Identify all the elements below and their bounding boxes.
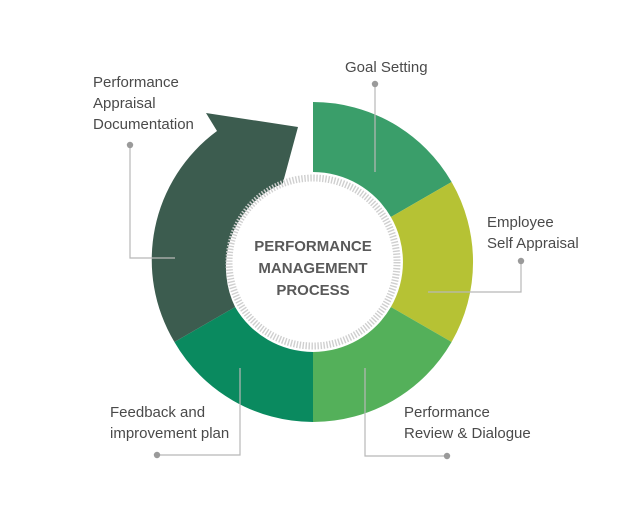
dot-appraisal-documentation <box>126 141 134 149</box>
label-line: improvement plan <box>110 425 230 442</box>
label-line: Self Appraisal <box>487 235 579 252</box>
label-line: Performance <box>93 74 179 91</box>
segment-employee-self-appraisal <box>390 182 474 342</box>
connector-performance-review <box>364 368 447 457</box>
segment-goal-setting <box>313 101 452 217</box>
connector-appraisal-documentation <box>129 145 175 259</box>
label-performance-review: Performance Review & Dialogue <box>404 402 531 444</box>
center-title: PERFORMANCE MANAGEMENT PROCESS <box>233 236 393 302</box>
label-line: Appraisal <box>93 95 156 112</box>
dot-employee-self-appraisal <box>517 257 525 265</box>
label-line: Feedback and <box>110 404 206 421</box>
label-goal-setting: Goal Setting <box>345 57 428 78</box>
connector-employee-self-appraisal <box>428 261 522 293</box>
segment-feedback-improvement <box>174 307 313 422</box>
label-line: Documentation <box>93 116 194 133</box>
segment-performance-review <box>313 307 452 422</box>
label-feedback-improvement: Feedback and improvement plan <box>110 402 229 444</box>
dot-goal-setting <box>371 80 379 88</box>
label-line: Goal Setting <box>345 59 428 76</box>
center-title-line: MANAGEMENT <box>258 260 368 277</box>
dot-performance-review <box>443 452 451 460</box>
center-disc <box>236 185 390 339</box>
label-line: Performance <box>404 404 490 421</box>
label-employee-self-appraisal: Employee Self Appraisal <box>487 212 579 254</box>
label-appraisal-documentation: Performance Appraisal Documentation <box>93 72 194 135</box>
connector-feedback-improvement <box>157 368 241 456</box>
center-title-line: PROCESS <box>276 282 350 299</box>
center-title-line: PERFORMANCE <box>254 238 372 255</box>
label-line: Review & Dialogue <box>404 425 531 442</box>
dot-feedback-improvement <box>153 451 161 459</box>
label-line: Employee <box>487 214 554 231</box>
segment-appraisal-documentation-arrow <box>151 113 298 342</box>
